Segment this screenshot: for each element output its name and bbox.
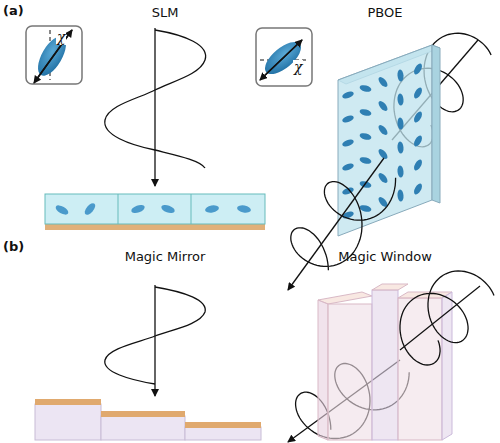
angle-symbol: χ	[293, 60, 303, 75]
linear-wave	[105, 285, 205, 396]
panel-title: PBOE	[368, 6, 403, 20]
panel-title: SLM	[152, 6, 179, 20]
lc-inset	[26, 26, 82, 84]
linear-wave	[105, 28, 206, 186]
panel-label: (a)	[3, 4, 24, 18]
lc-inset	[256, 28, 312, 86]
magic-window	[318, 284, 452, 440]
slm-device	[45, 194, 265, 230]
circular-wave	[288, 158, 396, 290]
panel-title: Magic Window	[338, 250, 432, 264]
panel-label: (b)	[3, 240, 24, 254]
pboe-plate	[338, 45, 440, 236]
circular-wave	[400, 271, 494, 365]
angle-symbol: χ	[56, 30, 66, 45]
magic-mirror	[35, 399, 261, 440]
panel-title: Magic Mirror	[125, 250, 206, 264]
